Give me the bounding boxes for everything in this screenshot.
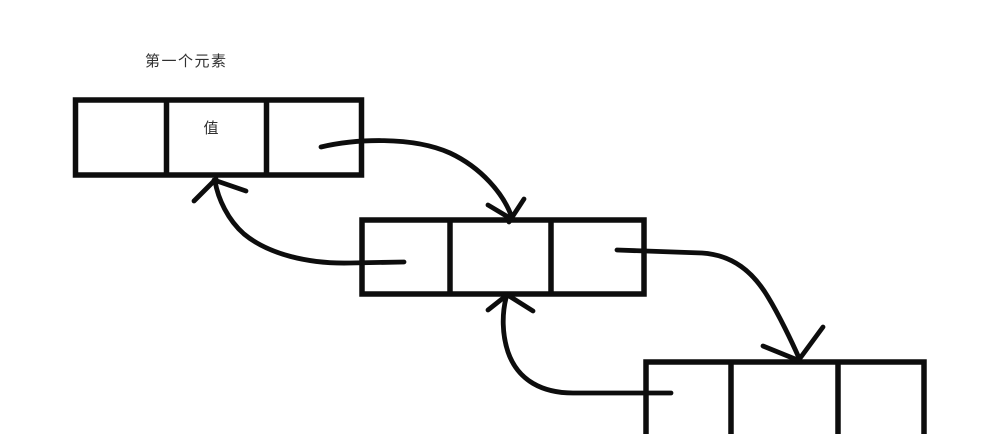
node-1-box — [72, 97, 365, 178]
node-3-box — [643, 359, 927, 434]
node-2-box — [359, 217, 647, 297]
arrow-node2-prev-curve — [212, 178, 407, 266]
node-3 — [643, 359, 927, 434]
node-1-value-label: 值 — [203, 120, 218, 137]
first-element-caption: 第一个元素 — [145, 52, 228, 70]
arrow-node1-next-arrowhead — [485, 196, 527, 225]
arrow-node2-prev-to-node1 — [191, 176, 407, 266]
arrow-node2-prev-arrowhead — [191, 176, 249, 204]
pointer-arrows — [191, 138, 826, 396]
arrow-node2-next-to-node3 — [614, 247, 826, 364]
text-labels: 第一个元素 值 — [145, 52, 228, 137]
arrow-node1-next-to-node2 — [318, 138, 527, 225]
arrow-node2-next-curve — [614, 247, 802, 361]
arrow-node1-next-curve — [318, 138, 514, 218]
node-boxes — [72, 97, 927, 434]
node-1 — [72, 97, 365, 178]
arrow-node3-prev-to-node2 — [485, 291, 674, 396]
arrow-node2-next-arrowhead — [760, 324, 826, 364]
arrow-node3-prev-arrowhead — [485, 291, 536, 314]
node-2 — [359, 217, 647, 297]
arrow-node3-prev-curve — [500, 295, 674, 396]
